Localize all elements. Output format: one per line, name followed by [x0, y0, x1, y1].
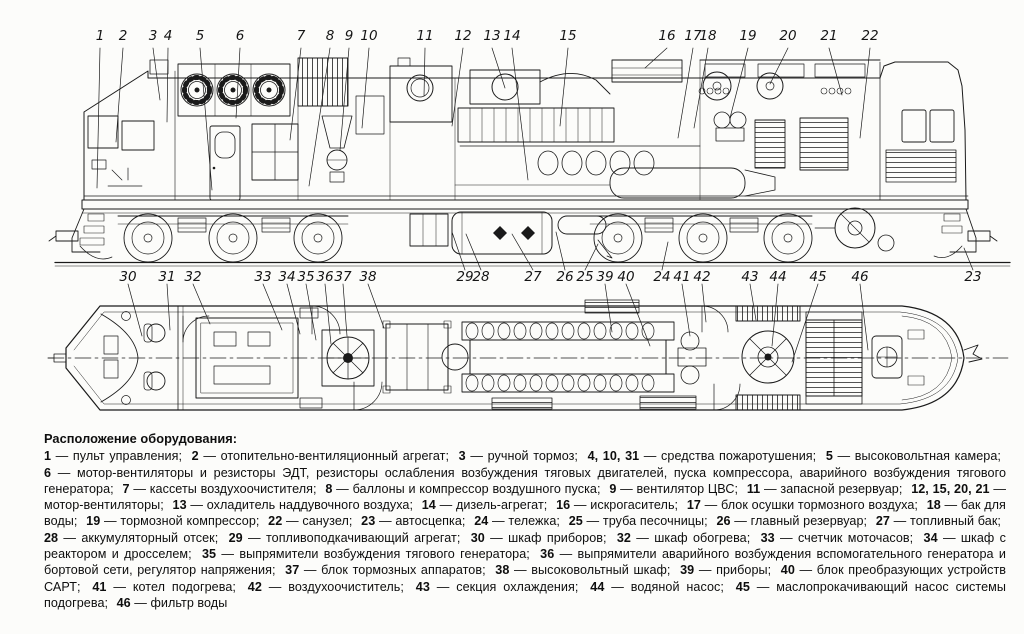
legend-entry: 33 — счетчик моточасов; [760, 530, 914, 545]
legend-entry: 42 — воздухоочиститель; [247, 579, 404, 594]
leader-lines [96, 47, 974, 363]
legend-entry: 43 — секция охлаждения; [415, 579, 579, 594]
legend-entry: 44 — водяной насос; [590, 579, 724, 594]
side-elevation-view [48, 57, 1011, 267]
legend-entry: 37 — блок тормозных аппаратов; [285, 563, 486, 578]
legend-entry: 45 — маслопрокачивающий насос системы по… [44, 579, 1006, 610]
legend-entry: 13 — охладитель наддувочного воздуха; [172, 498, 413, 513]
legend-entry: 11 — запасной резервуар; [746, 481, 903, 496]
legend-body: 1 — пульт управления; 2 — отопительно-ве… [44, 448, 1006, 611]
plan-view [47, 299, 1009, 411]
legend-title: Расположение оборудования: [44, 431, 238, 446]
legend-entry: 24 — тележка; [474, 514, 560, 529]
locomotive-diagram [47, 47, 1011, 411]
equipment-legend: Расположение оборудования: 1 — пульт упр… [44, 431, 1006, 611]
legend-entry: 16 — искрогаситель; [556, 498, 679, 513]
legend-entry: 39 — приборы; [680, 563, 772, 578]
legend-entry: 28 — аккумуляторный отсек; [44, 530, 219, 545]
legend-entry: 23 — автосцепка; [361, 514, 466, 529]
legend-entry: 34 — шкаф с реактором и дросселем; [44, 530, 1006, 562]
legend-entry: 6 — мотор-вентиляторы и резисторы ЭДТ, р… [44, 465, 1006, 496]
legend-entry: 25 — труба песочницы; [568, 514, 708, 529]
legend-entry: 26 — главный резервуар; [716, 514, 868, 529]
legend-entry: 40 — блок преобразующих устройств САРТ; [44, 563, 1007, 594]
legend-entry: 27 — топливный бак; [875, 514, 1001, 529]
legend-entry: 9 — вентилятор ЦВС; [609, 481, 739, 496]
legend-entry: 38 — высоковольтный шкаф; [495, 563, 671, 578]
legend-entry: 17 — блок осушки тормозного воздуха; [686, 498, 918, 513]
legend-entry: 35 — выпрямители возбуждения тягового ге… [202, 547, 530, 562]
legend-entry: 2 — отопительно-вентиляционный агрегат; [191, 449, 450, 464]
legend-entry: 32 — шкаф обогрева; [616, 530, 751, 545]
legend-entry: 41 — котел подогрева; [92, 579, 236, 594]
legend-entry: 5 — высоковольтная камера; [825, 449, 1001, 464]
legend-entry: 29 — топливоподкачивающий агрегат; [228, 530, 461, 545]
legend-entry: 36 — выпрямители аварийного возбуждения … [44, 547, 1006, 578]
legend-entry: 7 — кассеты воздухоочистителя; [122, 481, 317, 496]
legend-entry: 1 — пульт управления; [44, 449, 183, 464]
legend-entry: 22 — санузел; [268, 514, 353, 529]
legend-entry: 4, 10, 31 — средства пожаротушения; [587, 449, 817, 464]
legend-entry: 18 — бак для воды; [44, 498, 1006, 529]
legend-entry: 14 — дизель-агрегат; [421, 498, 548, 513]
legend-entry: 30 — шкаф приборов; [470, 530, 607, 545]
legend-entry: 12, 15, 20, 21 — мотор-вентиляторы; [44, 481, 1007, 513]
legend-entry: 19 — тормозной компрессор; [86, 514, 260, 529]
legend-entry: 46 — фильтр воды [116, 595, 228, 610]
legend-entry: 8 — баллоны и компрессор воздушного пуск… [325, 481, 601, 496]
legend-entry: 3 — ручной тормоз; [458, 449, 578, 464]
